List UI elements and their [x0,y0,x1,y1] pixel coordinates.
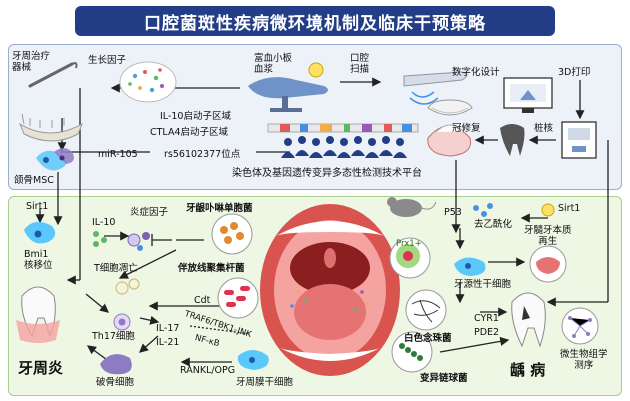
il10-region-label: IL-10启动子区域 [160,111,231,122]
th17-cell-icon [113,313,131,331]
periodontal-instrument-icon [28,62,78,88]
pg-label: 牙龈卟啉单胞菌 [186,203,253,214]
odontogenic-stem-cell-icon [454,257,486,276]
page-title: 口腔菌斑性疾病微环境机制及临床干预策略 [75,6,555,36]
il10-dots-icon [93,231,107,247]
digital-design-label: 数字化设计 [452,67,500,78]
pdlsc-label: 牙周膜干细胞 [236,377,294,388]
streptococcus-icon [391,331,433,373]
actinobacillus-icon [217,277,259,319]
crown-label: 冠修复 [452,123,481,134]
mouse-icon [387,197,437,217]
il17-label: IL-17 [156,323,180,334]
microbiome-network-icon [561,307,599,345]
bmi1-label: Bmi1 核移位 [24,249,53,271]
oral-scan-label: 口腔 扫描 [350,53,370,75]
sirt1-sun-icon [541,203,555,217]
sirt1-left-label: Sirt1 [26,201,49,212]
inflammatory-factor-cells-icon [127,232,150,251]
prx1-label: Prx1+ [396,239,422,249]
th17-label: Th17细胞 [92,331,135,342]
gene-platform-label: 染色体及基因遗传变异多态性检测技术平台 [232,168,422,179]
rs-site-label: rs56102377位点 [164,149,241,160]
porphyromonas-icon [211,213,253,255]
candida-label: 白色念珠菌 [404,333,452,344]
microbiome-label: 微生物组学 测序 [560,349,608,371]
sirt1-right-label: Sirt1 [558,203,581,214]
bottom-connectors [35,208,548,367]
prp-label: 富血小板 血浆 [254,53,293,75]
apoptotic-t-cells-icon [115,278,140,295]
sirt1-msc-cell-icon [24,221,56,244]
jaw-msc-label: 颌骨MSC [14,175,54,186]
rankl-label: RANKL/OPG [180,365,236,376]
digital-arch-icon [427,99,473,116]
caries-tooth-icon [511,292,546,348]
chromosome-bar-icon [267,123,419,133]
3d-print-label: 3D打印 [558,67,591,78]
growth-factor-label: 生长因子 [88,55,127,66]
periodontitis-tooth-icon [16,286,60,343]
post-core-tooth-icon [500,124,525,156]
mir105-label: miR-105 [98,149,138,160]
dental-chair-icon [248,62,328,112]
3d-printer-icon [561,121,597,159]
t-apoptosis-label: T细胞凋亡 [94,263,138,274]
p53-label: P53 [444,207,462,218]
caries-label: 龋 病 [510,361,546,379]
computer-monitor-icon [503,77,553,113]
growth-factor-dots-icon [119,61,177,103]
post-core-label: 桩核 [534,123,554,134]
jaw-msc-cells-icon [36,148,74,171]
oral-scanner-icon [403,71,468,105]
il10-label: IL-10 [92,217,116,228]
pdl-stem-cell-icon [237,350,269,370]
deacetylation-dots-icon [473,203,493,217]
crown-restoration-icon [427,124,472,157]
bacteria-dots-on-mouth [290,290,370,312]
pulp-dentin-regeneration-icon [529,245,567,283]
prx1-cell-icon [389,237,431,279]
ctla4-region-label: CTLA4启动子区域 [150,127,228,138]
aa-label: 伴放线聚集杆菌 [178,263,245,274]
candida-icon [405,289,447,331]
osteoclast-icon [100,354,132,375]
population-group-icon [281,136,407,158]
periodontal-instrument-label: 牙周治疗 器械 [12,51,51,73]
il21-label: IL-21 [156,337,180,348]
cyr1-label: CYR1 [474,313,499,324]
pde2-label: PDE2 [474,327,500,338]
smutans-label: 变异链球菌 [420,373,468,384]
cdt-label: Cdt [194,295,211,306]
jaw-bone-icon [18,113,83,142]
open-mouth-illustration [260,204,400,376]
pulp-regen-label: 牙髓牙本质 再生 [524,225,572,247]
inflammatory-label: 炎症因子 [130,207,169,218]
deacetylation-label: 去乙酰化 [474,219,513,230]
osteoclast-label: 破骨细胞 [96,377,135,388]
periodontitis-label: 牙周炎 [18,359,64,377]
odontogenic-label: 牙源性干细胞 [454,279,512,290]
